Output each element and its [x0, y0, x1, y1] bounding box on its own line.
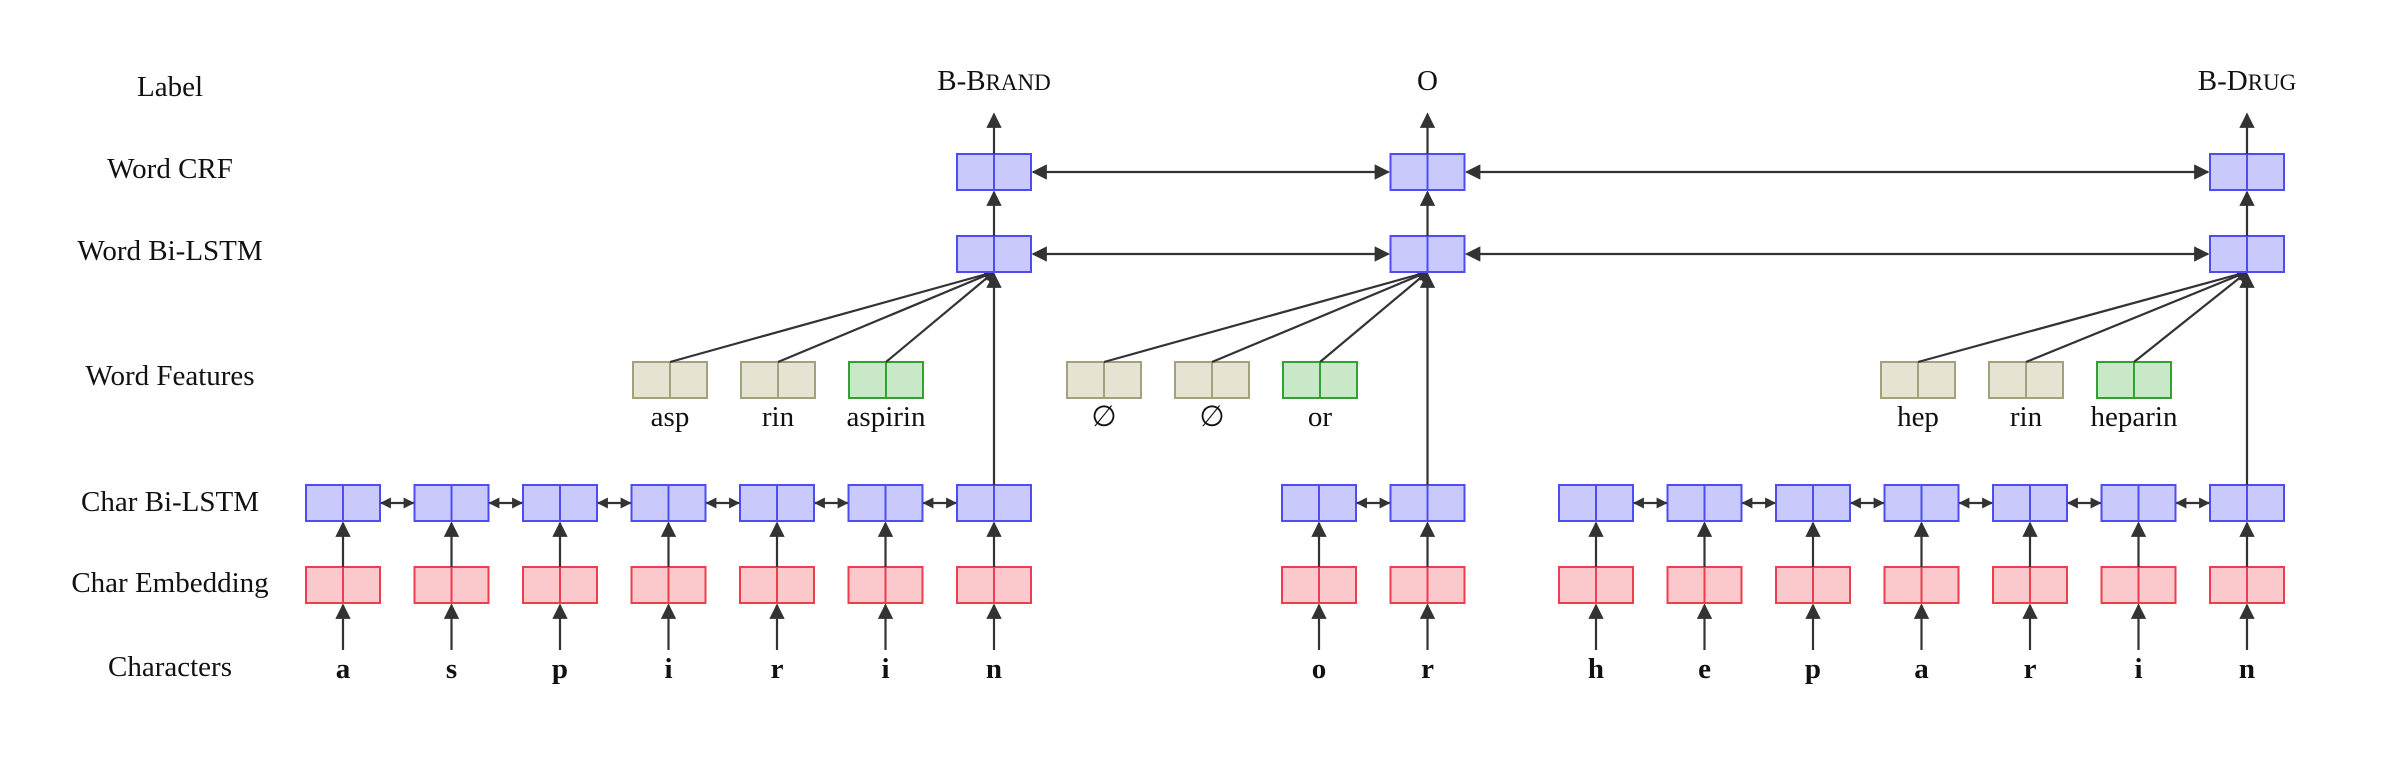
character-token: n [2239, 653, 2255, 685]
character-token: i [881, 653, 889, 685]
feature-to-word-arrow [1917, 269, 2249, 364]
lexicon-feature-cell [1282, 361, 1358, 399]
feature-label: ∅ [1091, 401, 1116, 433]
char-embedding-cell [2209, 566, 2285, 604]
feature-label: or [1308, 401, 1333, 433]
char-lstm-cell [1883, 484, 1960, 522]
char-lstm-cell [1666, 484, 1743, 522]
feature-to-word-arrow [1319, 271, 1429, 363]
word-features-row-title: Word Features [85, 360, 254, 392]
feature-to-word-arrow [1211, 270, 1429, 364]
char-lstm-cell [630, 484, 707, 522]
char-lstm-cell [847, 484, 924, 522]
feature-to-word-arrow [669, 269, 996, 364]
feature-label: heparin [2091, 401, 2178, 433]
feature-label: rin [762, 401, 795, 433]
char-lstm-cell [2100, 484, 2177, 522]
char-lstm-cell [1992, 484, 2068, 522]
feature-to-word-arrow [2025, 270, 2249, 364]
char-embedding-cell [956, 566, 1032, 604]
output-label: O [1417, 65, 1438, 97]
feature-label: asp [651, 401, 690, 433]
char-embedding-cell [1558, 566, 1634, 604]
char-embedding-cell [847, 566, 924, 604]
char-lstm-cell [305, 484, 381, 522]
affix-feature-cell [1066, 361, 1142, 399]
word-lstm-cell [956, 235, 1032, 273]
row-labels: Label Word CRF Word Bi-LSTM Word Feature… [71, 71, 268, 683]
character-token: e [1698, 653, 1711, 685]
char-embedding-cell [1389, 566, 1466, 604]
char-bilstm-row-title: Char Bi-LSTM [81, 486, 259, 518]
output-label: B-BRAND [937, 65, 1051, 97]
char-embedding-cell [1666, 566, 1743, 604]
char-embedding-cell [1883, 566, 1960, 604]
feature-label: aspirin [847, 401, 926, 433]
affix-feature-cell [1988, 361, 2064, 399]
char-lstm-cell [2209, 484, 2285, 522]
character-token: i [664, 653, 672, 685]
char-embedding-cell [305, 566, 381, 604]
char-lstm-cell [1558, 484, 1634, 522]
char-embedding-cell [413, 566, 490, 604]
word-lstm-cell [1389, 235, 1466, 273]
char-lstm-cell [413, 484, 490, 522]
word-lstm-cell [2209, 235, 2285, 273]
affix-feature-cell [632, 361, 708, 399]
lexicon-feature-cell [2096, 361, 2172, 399]
char-embedding-cell [1775, 566, 1851, 604]
output-label: B-DRUG [2198, 65, 2297, 97]
char-lstm-cell [739, 484, 815, 522]
character-token: o [1312, 653, 1327, 685]
word-crf-row-title: Word CRF [107, 153, 233, 185]
feature-label: ∅ [1199, 401, 1224, 433]
character-token: r [771, 653, 784, 685]
affix-feature-cell [1880, 361, 1956, 399]
char-lstm-cell [1775, 484, 1851, 522]
word-bilstm-row-title: Word Bi-LSTM [77, 235, 262, 267]
character-token: r [1421, 653, 1434, 685]
word-crf-cell [956, 153, 1032, 191]
affix-feature-cell [1174, 361, 1250, 399]
word-crf-cell [1389, 153, 1466, 191]
feature-to-word-arrow [1103, 269, 1429, 364]
character-token: i [2134, 653, 2142, 685]
character-token: p [1805, 653, 1821, 685]
char-lstm-cell [956, 484, 1032, 522]
affix-feature-cell [740, 361, 816, 399]
feature-to-word-arrow [2133, 271, 2248, 363]
char-embedding-cell [1992, 566, 2068, 604]
char-embedding-cell [739, 566, 815, 604]
char-lstm-cell [1281, 484, 1357, 522]
character-token: a [1914, 653, 1929, 685]
char-embedding-cell [2100, 566, 2177, 604]
character-token: h [1588, 653, 1604, 685]
lexicon-feature-cell [848, 361, 924, 399]
feature-label: hep [1897, 401, 1939, 433]
character-token: a [336, 653, 351, 685]
characters-row-title: Characters [108, 651, 232, 683]
char-embedding-cell [1281, 566, 1357, 604]
word-crf-cell [2209, 153, 2285, 191]
char-lstm-cell [1389, 484, 1466, 522]
feature-to-word-arrow [777, 270, 996, 364]
character-token: s [446, 653, 457, 685]
feature-to-word-arrow [885, 271, 995, 363]
character-token: n [986, 653, 1002, 685]
character-token: p [552, 653, 568, 685]
char-embedding-cell [522, 566, 598, 604]
char-embedding-cell [630, 566, 707, 604]
char-embedding-row-title: Char Embedding [71, 567, 268, 599]
char-lstm-cell [522, 484, 598, 522]
label-row-title: Label [137, 71, 203, 103]
character-token: r [2024, 653, 2037, 685]
feature-label: rin [2010, 401, 2043, 433]
